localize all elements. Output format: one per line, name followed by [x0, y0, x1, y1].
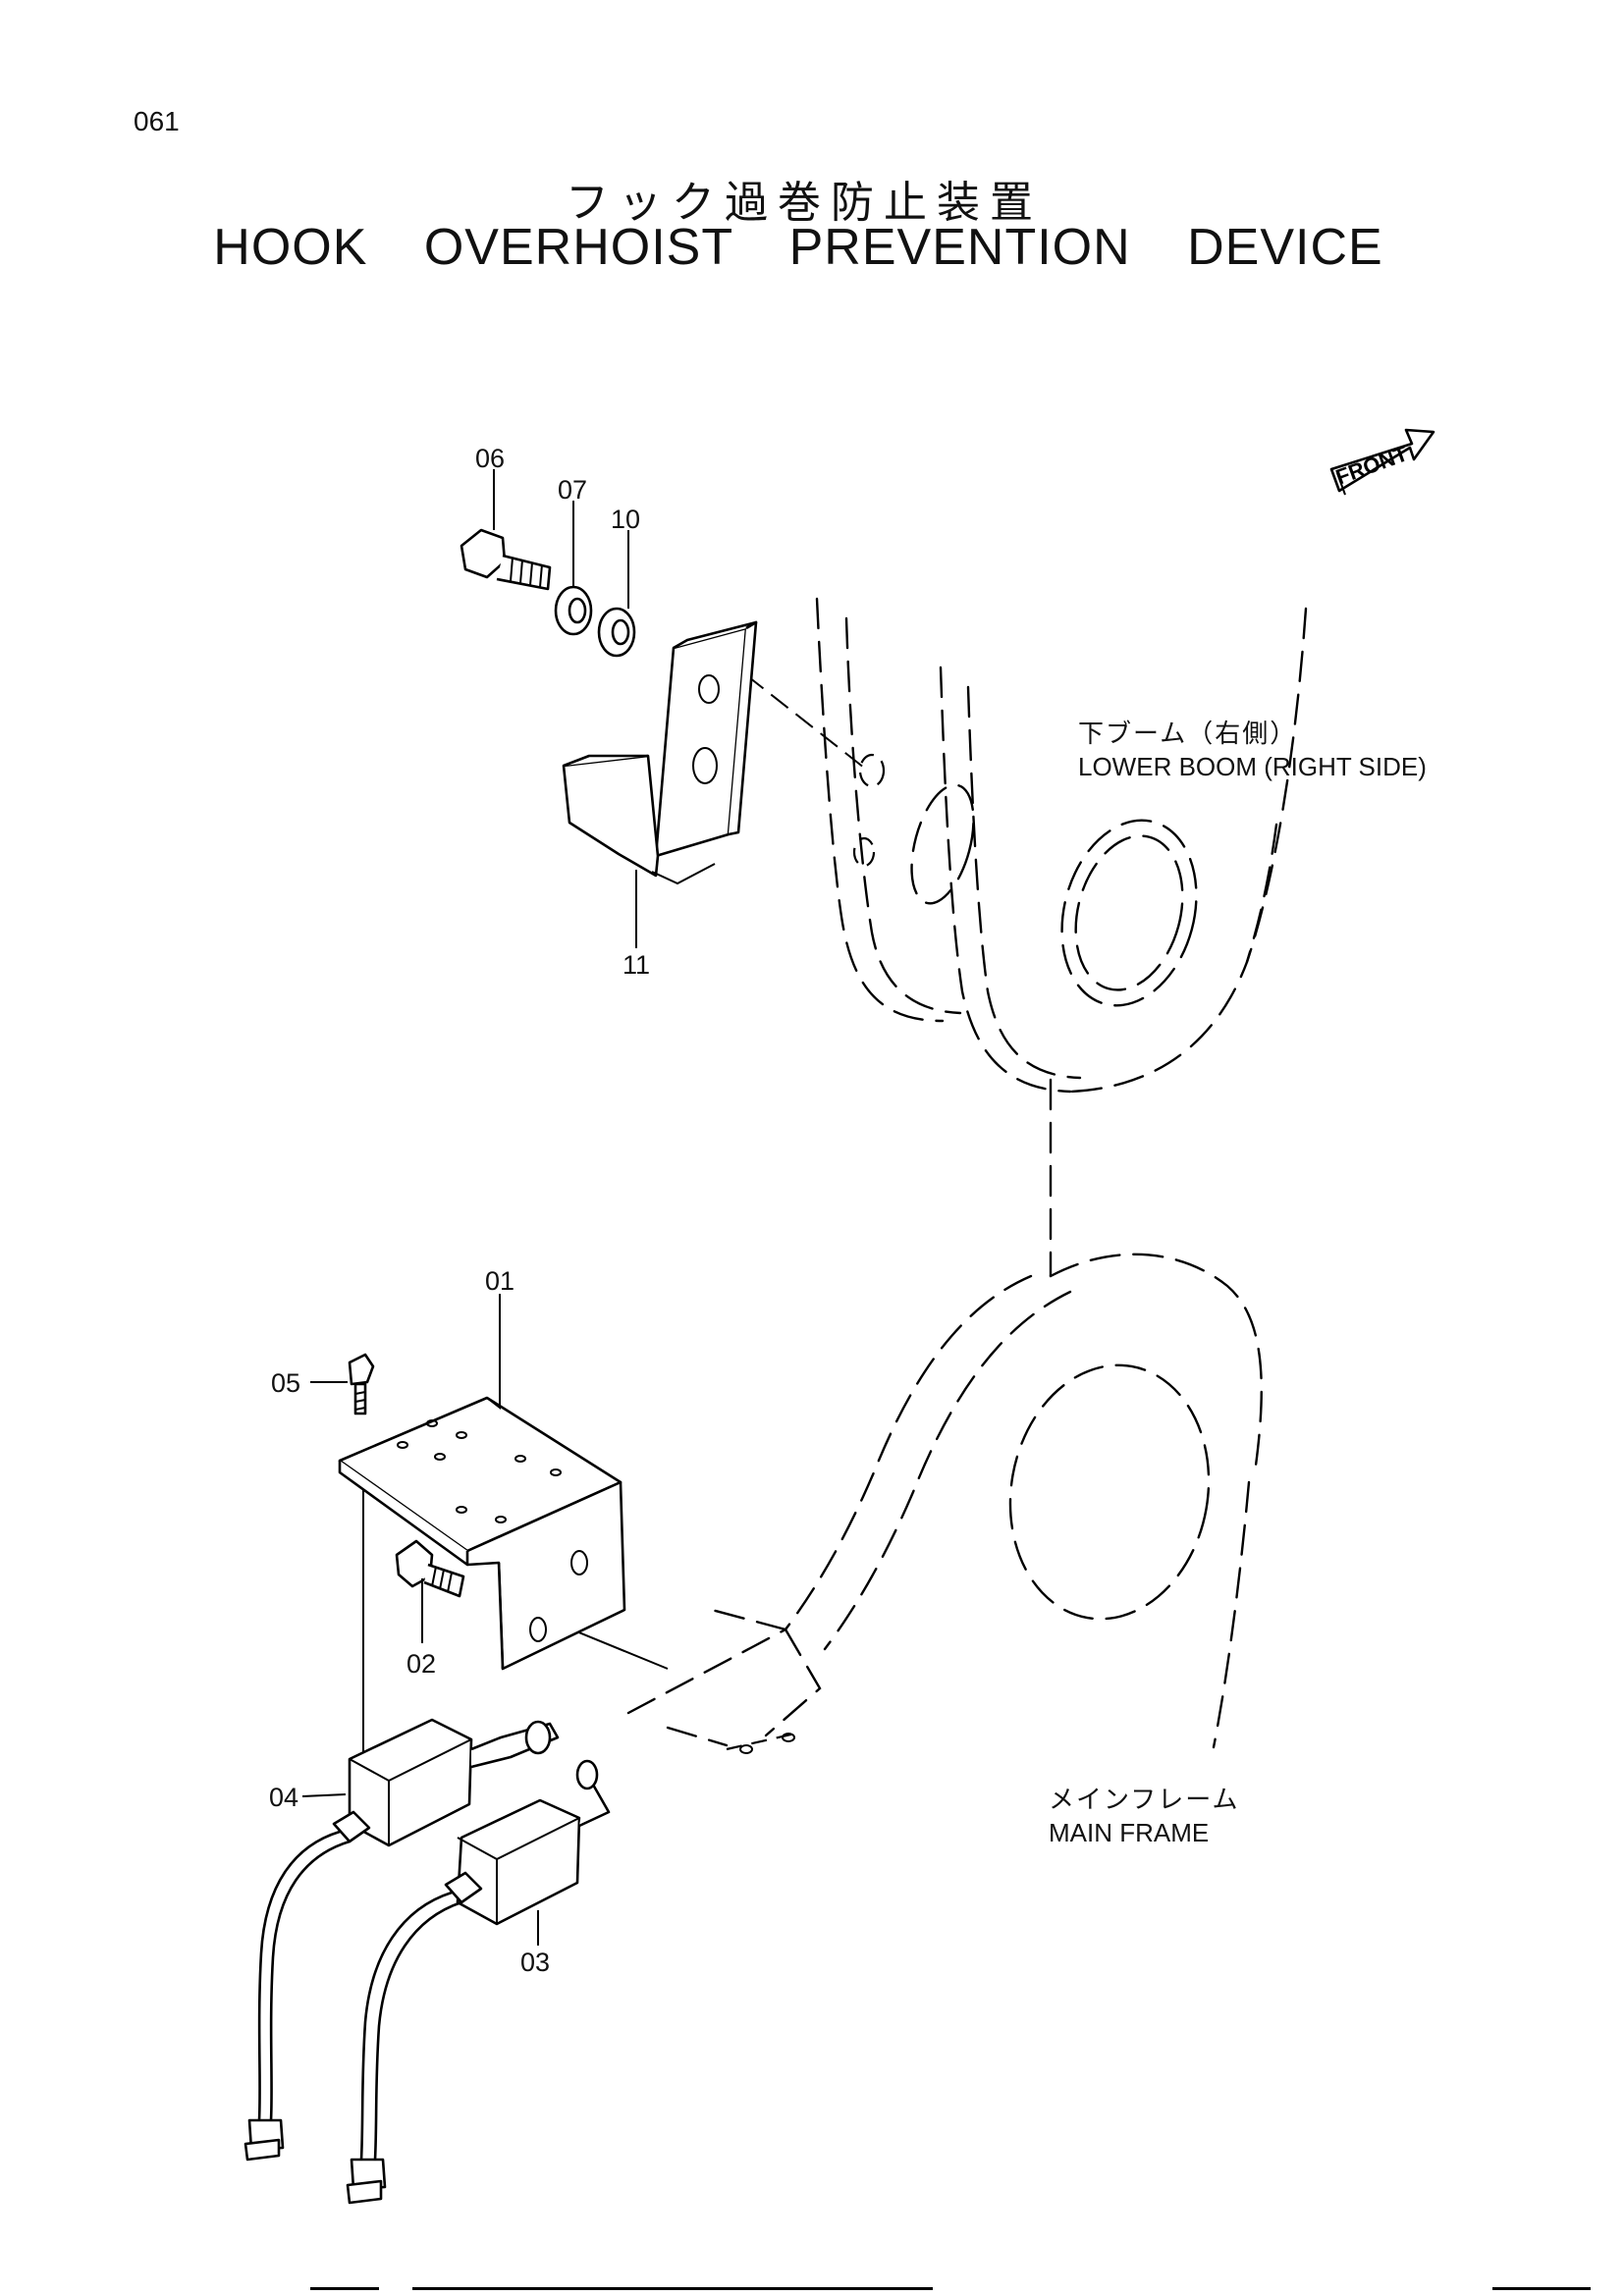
- lower-boom-label: 下ブーム（右側） LOWER BOOM (RIGHT SIDE): [1078, 719, 1427, 782]
- page-number: 061: [134, 106, 180, 136]
- footer-rule: [1492, 2287, 1591, 2290]
- washer-10: [597, 607, 636, 658]
- callout-05: 05: [271, 1368, 301, 1398]
- spring-washer-07: [554, 585, 593, 636]
- footer-rule: [310, 2287, 379, 2290]
- lower-boom-outline: [815, 597, 1308, 1278]
- front-label: FRONT: [1332, 441, 1411, 490]
- callout-06: 06: [475, 444, 506, 473]
- callout-03: 03: [520, 1948, 551, 1977]
- main-frame-label-en: MAIN FRAME: [1049, 1817, 1210, 1847]
- callout-11: 11: [623, 950, 651, 980]
- callout-04: 04: [269, 1783, 299, 1812]
- main-frame-label-jp: メインフレーム: [1049, 1786, 1240, 1815]
- callout-07: 07: [558, 475, 588, 505]
- footer-rule: [412, 2287, 933, 2290]
- title-english: HOOK OVERHOIST PREVENTION DEVICE: [213, 219, 1383, 276]
- callout-01: 01: [485, 1266, 515, 1296]
- callout-leaders: [301, 469, 637, 1946]
- bolt-06: [460, 528, 552, 591]
- limit-switch-04: [244, 1718, 560, 2162]
- limit-switch-03: [346, 1759, 611, 2205]
- main-frame-outline: [626, 1253, 1263, 1754]
- main-frame-label: メインフレーム MAIN FRAME: [1049, 1785, 1239, 1848]
- lower-boom-label-en: LOWER BOOM (RIGHT SIDE): [1078, 751, 1427, 781]
- callout-10: 10: [611, 505, 641, 534]
- title-japanese: フック過巻防止装置: [566, 178, 1043, 228]
- dog-plate-11: [562, 620, 758, 885]
- bolt-02: [395, 1539, 465, 1598]
- callout-02: 02: [406, 1649, 437, 1679]
- bracket-01: [338, 1396, 626, 1671]
- front-arrow-icon: FRONT: [1329, 428, 1435, 496]
- lower-boom-label-jp: 下ブーム（右側）: [1078, 720, 1298, 749]
- screw-05: [348, 1353, 375, 1415]
